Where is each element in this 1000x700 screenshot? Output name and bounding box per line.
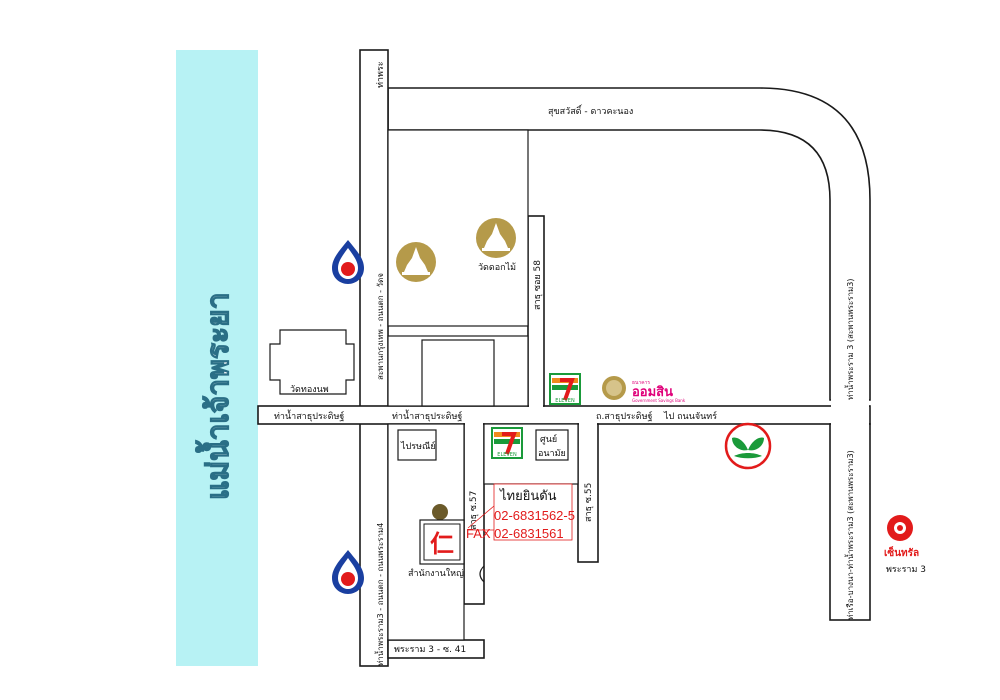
chao-phraya-river: [176, 50, 258, 666]
road-label-tha-phra: ท่าพระ: [376, 61, 386, 88]
road-label-suksawat: สุขสวัสดิ์ - ดาวคะนอง: [548, 104, 633, 117]
company-logo-icon: 仁: [419, 504, 465, 565]
road-label-left-vertical: สะพานกรุงเทพ - ถนนตก - วัดจ: [376, 273, 385, 380]
road-label-lower-left: ท่าน้ำพระราม3 - ถนนตก - ถนนพระราม4: [374, 523, 385, 666]
road-label-soi57: สาธุ ซ.57: [469, 491, 479, 530]
company-info-box: [493, 483, 573, 541]
svg-text:仁: 仁: [430, 529, 454, 558]
central-icon: [887, 515, 913, 541]
kasikorn-bank-icon: [724, 422, 772, 470]
central-sub-label: พระราม 3: [886, 565, 926, 575]
wat-thong-label: วัดทองนพ: [290, 385, 329, 395]
pointer-line: [467, 505, 495, 529]
gas-station-icon: [332, 240, 364, 284]
road-label-right-lower: ท่าเรือ-บางนา-ท่าน้ำพระราม3 (สะพานพระราม…: [844, 450, 855, 620]
road-label-right-upper: ท่าน้ำพระราม 3 (สะพานพระราม3): [844, 278, 855, 400]
health-center-box: [535, 429, 569, 461]
gsb-top-label: ธนาคาร: [632, 380, 650, 386]
company-phone: 02-6831562-5: [494, 508, 575, 523]
seven-eleven-icon: ELEVEN: [491, 427, 523, 459]
post-office-label: ไปรษณีย์: [400, 440, 436, 452]
company-name: ไทยยินดัน: [499, 488, 557, 504]
central-label: เซ็นทรัล: [884, 545, 919, 559]
road-label-soi55: สาธุ ซ.55: [584, 483, 594, 522]
gsb-name-label: ออมสิน: [632, 385, 673, 400]
wat-dokmai-label: วัดดอกไม้: [478, 262, 516, 273]
road-label-soi58: สาธุ ซอย 58: [533, 260, 543, 310]
road-network: [257, 49, 871, 667]
svg-text:ELEVEN: ELEVEN: [555, 398, 575, 404]
road-label-bottom: พระราม 3 - ซ. 41: [394, 645, 466, 655]
wat-thong-building: [269, 329, 355, 395]
road-label-main-right-1: ถ.สาธุประดิษฐ์: [596, 410, 653, 422]
road-label-main-mid: ท่าน้ำสาธุประดิษฐ์: [392, 409, 462, 422]
health-center-label-2: อนามัย: [538, 449, 566, 459]
post-office-box: [397, 429, 437, 461]
health-center-label-1: ศูนย์: [540, 433, 557, 445]
seven-eleven-icon: ELEVEN: [549, 373, 581, 405]
gsb-bank-icon: [602, 376, 626, 400]
road-label-main-left: ท่าน้ำสาธุประดิษฐ์: [274, 409, 344, 422]
svg-text:ELEVEN: ELEVEN: [497, 452, 517, 458]
gas-station-icon: [332, 550, 364, 594]
building-mid: [421, 339, 495, 407]
road-label-main-right-2: ไป ถนนจันทร์: [663, 410, 717, 422]
company-fax: FAX 02-6831561: [466, 526, 564, 541]
road-joints: [361, 87, 869, 657]
river-label: แม่น้ำเจ้าพระยา: [195, 292, 236, 500]
temple-icon: [396, 242, 436, 282]
temple-icon: [476, 218, 516, 258]
office-label: สำนักงานใหญ่: [408, 568, 464, 579]
gsb-sub-label: Government Savings Bank: [632, 398, 686, 403]
road-curve: [479, 565, 485, 583]
